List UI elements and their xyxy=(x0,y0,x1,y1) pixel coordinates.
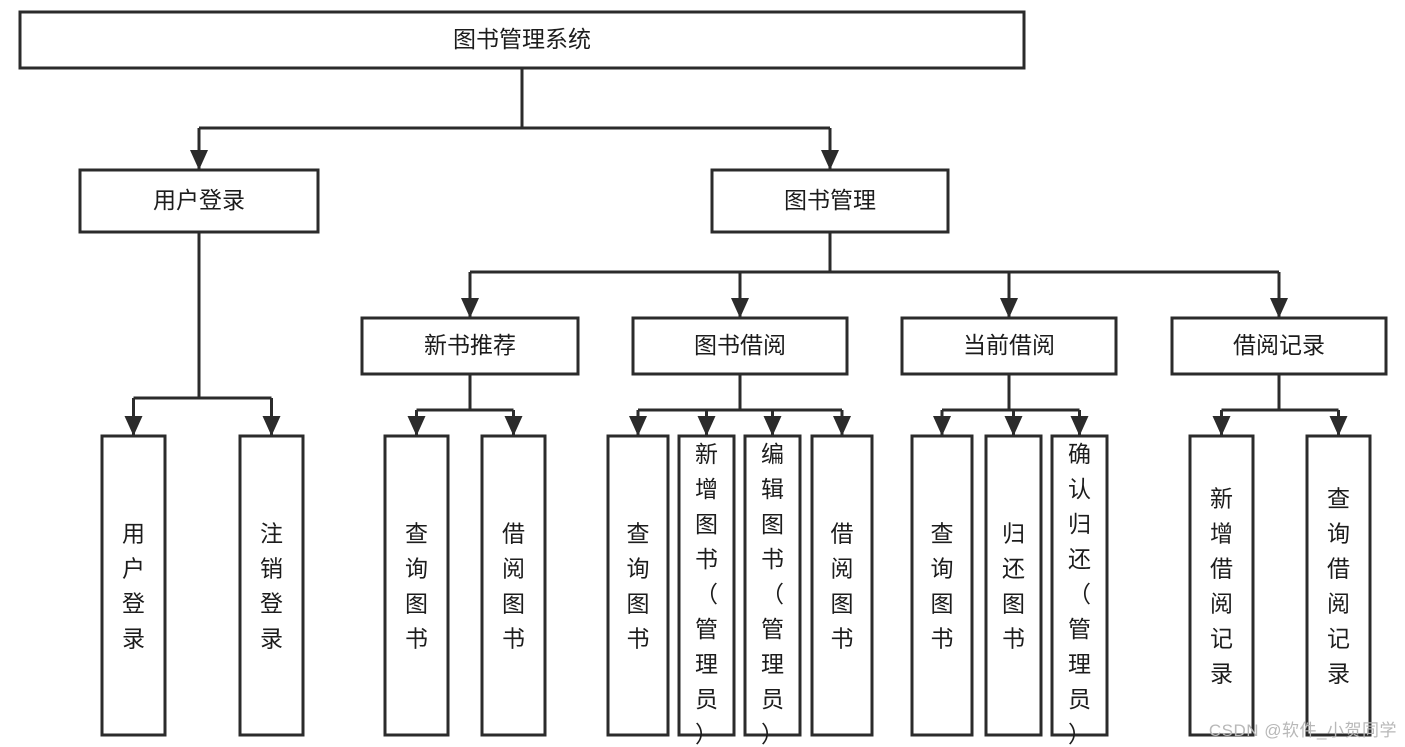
arrow-head-icon xyxy=(407,416,426,436)
leaf-user-login-box[interactable] xyxy=(100,434,167,737)
node-root-book-management-system-box[interactable] xyxy=(18,10,1026,70)
node-book-management-box[interactable] xyxy=(710,168,950,234)
arrow-head-icon xyxy=(833,416,851,436)
arrow-head-icon xyxy=(461,298,479,318)
leaf-query-book-borrow-box[interactable] xyxy=(606,434,670,737)
node-book-management-label: 图书管理 xyxy=(784,187,876,213)
connector-current-borrow-to-leaves xyxy=(933,374,1089,436)
leaf-query-borrow-record-box[interactable] xyxy=(1305,434,1372,737)
leaf-borrow-book-borrow-box[interactable] xyxy=(810,434,874,737)
leaf-query-book-current-label: 查询图书 xyxy=(931,521,954,652)
arrow-head-icon xyxy=(731,298,749,318)
leaf-query-book-rec-label: 查询图书 xyxy=(405,521,428,652)
node-borrow-record-label: 借阅记录 xyxy=(1233,332,1325,358)
arrow-head-icon xyxy=(629,416,647,436)
leaf-logout-login-label: 注销登录 xyxy=(260,521,283,652)
leaf-logout-login-box[interactable] xyxy=(238,434,305,737)
node-current-borrow-label: 当前借阅 xyxy=(963,332,1055,358)
connector-book-management-to-level3 xyxy=(461,232,1288,318)
node-user-login-label: 用户登录 xyxy=(153,187,245,213)
arrow-head-icon xyxy=(262,416,281,436)
leaf-borrow-book-rec-label: 借阅图书 xyxy=(502,521,525,652)
arrow-head-icon xyxy=(697,416,716,436)
leaf-query-book-borrow-label: 查询图书 xyxy=(627,521,650,652)
node-borrow-record-box[interactable] xyxy=(1170,316,1388,376)
node-new-book-recommendation-box[interactable] xyxy=(360,316,580,376)
connector-new-book-rec-to-leaves xyxy=(407,374,523,436)
leaf-borrow-book-borrow-label: 借阅图书 xyxy=(831,521,854,652)
node-user-login-box[interactable] xyxy=(78,168,320,234)
arrow-head-icon xyxy=(124,416,143,436)
connector-user-login-to-leaves xyxy=(124,232,281,436)
arrow-head-icon xyxy=(821,150,839,170)
connector-layer xyxy=(124,68,1348,436)
arrow-head-icon xyxy=(1212,416,1231,436)
leaf-query-book-current-box[interactable] xyxy=(910,434,974,737)
leaf-return-book-box[interactable] xyxy=(984,434,1043,737)
node-current-borrow-box[interactable] xyxy=(900,316,1118,376)
leaf-borrow-book-rec-box[interactable] xyxy=(480,434,547,737)
leaf-add-borrow-record-label: 新增借阅记录 xyxy=(1210,486,1233,687)
node-book-borrow-label: 图书借阅 xyxy=(694,332,786,358)
leaf-edit-book-admin-label: 编辑图书（管理员） xyxy=(761,441,784,747)
arrow-head-icon xyxy=(763,416,782,436)
node-box-layer xyxy=(18,10,1388,737)
arrow-head-icon xyxy=(1004,416,1023,436)
connector-book-borrow-to-leaves xyxy=(629,374,851,436)
arrow-head-icon xyxy=(1000,298,1018,318)
leaf-query-borrow-record-label: 查询借阅记录 xyxy=(1327,486,1350,687)
leaf-return-book-label: 归还图书 xyxy=(1002,521,1025,652)
arrow-head-icon xyxy=(504,416,523,436)
connector-root-to-level2 xyxy=(190,68,839,170)
arrow-head-icon xyxy=(933,416,951,436)
arrow-head-icon xyxy=(1070,416,1089,436)
node-root-book-management-system-label: 图书管理系统 xyxy=(453,26,591,52)
node-new-book-recommendation-label: 新书推荐 xyxy=(424,332,516,358)
leaf-confirm-return-admin-box[interactable] xyxy=(1050,434,1109,737)
leaf-add-book-admin-label: 新增图书（管理员） xyxy=(695,441,718,747)
leaf-query-book-rec-box[interactable] xyxy=(383,434,450,737)
arrow-head-icon xyxy=(1329,416,1348,436)
node-book-borrow-box[interactable] xyxy=(631,316,849,376)
leaf-add-borrow-record-box[interactable] xyxy=(1188,434,1255,737)
leaf-edit-book-admin-box[interactable] xyxy=(743,434,802,737)
arrow-head-icon xyxy=(190,150,208,170)
arrow-head-icon xyxy=(1270,298,1288,318)
connector-borrow-record-to-leaves xyxy=(1212,374,1348,436)
leaf-add-book-admin-box[interactable] xyxy=(677,434,736,737)
leaf-user-login-label: 用户登录 xyxy=(122,521,145,652)
leaf-confirm-return-admin-label: 确认归还（管理员） xyxy=(1068,441,1091,747)
node-label-layer: 图书管理系统用户登录图书管理新书推荐图书借阅当前借阅借阅记录用户登录注销登录查询… xyxy=(122,26,1350,747)
